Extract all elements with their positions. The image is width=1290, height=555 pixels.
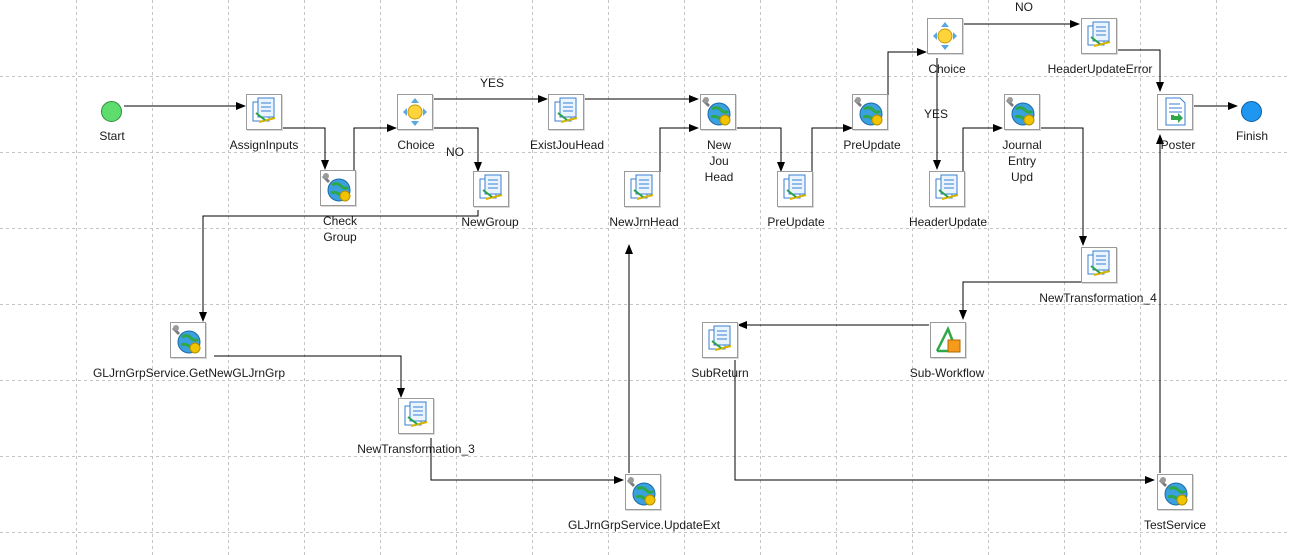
- edge-newjou-preupdate: [736, 127, 785, 172]
- pre-update-service-node[interactable]: [852, 94, 888, 130]
- choice-lightbulb-icon: [403, 98, 427, 126]
- update-ext-label: GLJrnGrpService.UpdateExt: [567, 518, 721, 532]
- edge-newgroup-getnew: [199, 210, 479, 322]
- document-transform-icon: [404, 401, 428, 427]
- start-node[interactable]: [101, 101, 122, 122]
- edge-choice-newgroup-no: [419, 127, 482, 172]
- edge-headerupdate-journal: [962, 124, 1003, 173]
- globe-wrench-service-icon: [854, 97, 883, 126]
- pre-update-transform-label: PreUpdate: [767, 215, 825, 229]
- globe-wrench-service-icon: [322, 173, 351, 202]
- header-update-error-node[interactable]: [1081, 18, 1117, 54]
- test-service-node[interactable]: [1157, 474, 1193, 510]
- new-transformation-3-label: NewTransformation_3: [357, 442, 475, 456]
- poster-label: Poster: [1160, 138, 1196, 152]
- document-transform-icon: [783, 174, 807, 200]
- choice-2-label: Choice: [928, 62, 966, 76]
- poster-node[interactable]: [1157, 94, 1193, 130]
- new-transformation-4-label: NewTransformation_4: [1039, 291, 1157, 305]
- new-jrn-head-node[interactable]: [624, 171, 660, 207]
- test-service-label: TestService: [1143, 518, 1207, 532]
- new-transformation-3-node[interactable]: [398, 398, 434, 434]
- edge-label-yes-1: YES: [480, 76, 505, 90]
- header-update-label: HeaderUpdate: [908, 215, 988, 229]
- document-transform-icon: [630, 174, 654, 200]
- assign-inputs-node[interactable]: [246, 94, 282, 130]
- document-transform-icon: [708, 325, 732, 351]
- globe-wrench-service-icon: [1159, 477, 1188, 506]
- edge-newjrnhead-newjou: [659, 124, 699, 172]
- journal-entry-upd-node[interactable]: [1004, 94, 1040, 130]
- document-transform-icon: [554, 97, 578, 123]
- choice-node-2[interactable]: [927, 18, 963, 54]
- pre-update-service-label: PreUpdate: [843, 138, 901, 152]
- sub-return-label: SubReturn: [691, 366, 749, 380]
- globe-wrench-service-icon: [627, 477, 656, 506]
- header-update-node[interactable]: [929, 171, 965, 207]
- edge-preupdatesvc-choice2: [887, 48, 927, 95]
- sub-workflow-label: Sub-Workflow: [909, 366, 985, 380]
- edge-label-no-1: NO: [446, 145, 464, 159]
- edge-error-poster: [1117, 49, 1164, 92]
- edge-nt3-updateext: [430, 438, 624, 484]
- new-group-label: NewGroup: [461, 215, 519, 229]
- edge-assign-check: [283, 127, 329, 170]
- document-transform-icon: [1087, 21, 1111, 47]
- document-transform-icon: [935, 174, 959, 200]
- new-jou-head-node[interactable]: [700, 94, 736, 130]
- edge-label-no-2: NO: [1015, 0, 1033, 14]
- get-new-gl-jrn-grp-label: GLJrnGrpService.GetNewGLJrnGrp: [92, 366, 286, 380]
- document-transform-icon: [1087, 250, 1111, 276]
- new-group-node[interactable]: [473, 171, 509, 207]
- globe-wrench-service-icon: [702, 97, 731, 126]
- exist-jou-head-node[interactable]: [548, 94, 584, 130]
- edge-nt4-subworkflow: [959, 281, 1083, 320]
- finish-label: Finish: [1235, 129, 1269, 143]
- globe-wrench-service-icon: [172, 325, 201, 354]
- choice-lightbulb-icon: [933, 22, 957, 50]
- edge-check-choice: [353, 124, 397, 174]
- new-jrn-head-label: NewJrnHead: [609, 215, 679, 229]
- document-arrow-icon: [1165, 97, 1186, 126]
- edge-getnew-nt3: [214, 355, 405, 398]
- new-jou-head-label: New Jou Head: [704, 138, 734, 184]
- start-label: Start: [99, 129, 125, 143]
- header-update-error-label: HeaderUpdateError: [1047, 62, 1153, 76]
- choice-1-label: Choice: [397, 138, 435, 152]
- document-transform-icon: [479, 174, 503, 200]
- edge-subreturn-testservice: [734, 360, 1155, 484]
- new-transformation-4-node[interactable]: [1081, 247, 1117, 283]
- update-ext-node[interactable]: [625, 474, 661, 510]
- sub-workflow-node[interactable]: [930, 322, 966, 358]
- finish-node[interactable]: [1241, 101, 1262, 122]
- journal-entry-upd-label: Journal Entry Upd: [1002, 138, 1042, 184]
- choice-node-1[interactable]: [397, 94, 433, 130]
- triangle-square-icon: [935, 325, 961, 353]
- edge-preupdate-preupdatesvc: [811, 124, 853, 172]
- check-group-label: Check Group: [322, 214, 357, 244]
- sub-return-node[interactable]: [702, 322, 738, 358]
- pre-update-transform-node[interactable]: [777, 171, 813, 207]
- edge-label-yes-2: YES: [924, 107, 949, 121]
- check-group-node[interactable]: [320, 170, 356, 206]
- globe-wrench-service-icon: [1006, 97, 1035, 126]
- assign-inputs-label: AssignInputs: [229, 138, 299, 152]
- document-transform-icon: [252, 97, 276, 123]
- get-new-gl-jrn-grp-node[interactable]: [170, 322, 206, 358]
- edge-journal-nt4: [1040, 127, 1087, 246]
- exist-jou-head-label: ExistJouHead: [529, 138, 605, 152]
